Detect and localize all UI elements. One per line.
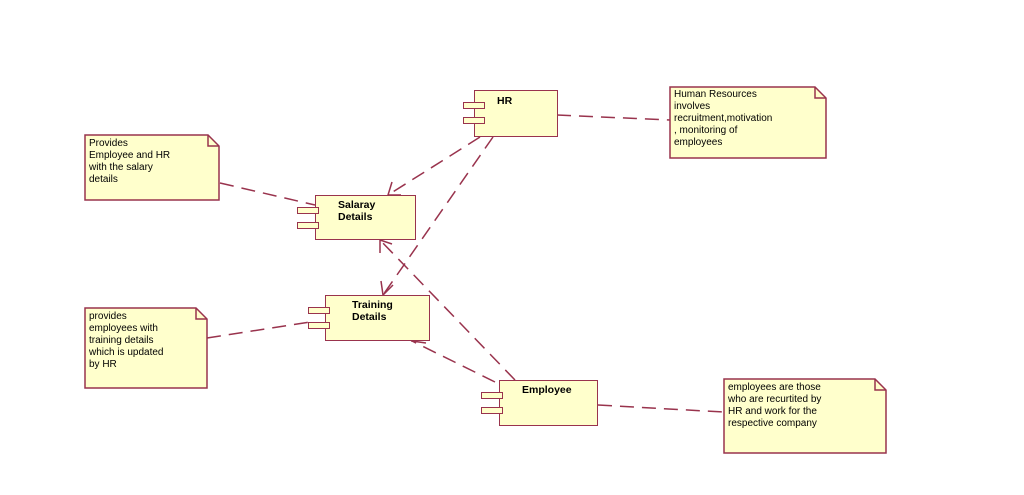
hr-note-text: Human Resources involves recruitment,mot… — [674, 89, 773, 148]
hr-component-label: HR — [497, 95, 513, 107]
salary-details-port-bottom — [297, 222, 319, 229]
employee-port-bottom — [481, 407, 503, 414]
training-details-component[interactable]: Training Details — [325, 295, 430, 341]
employee-to-salary-dependency — [379, 239, 516, 381]
hr-note[interactable]: Human Resources involves recruitment,mot… — [669, 86, 827, 159]
salary-note[interactable]: Provides Employee and HR with the salary… — [84, 134, 220, 201]
note-shape — [84, 134, 220, 201]
employee-port-top — [481, 392, 503, 399]
note-shape — [84, 307, 208, 389]
employee-component-label: Employee — [522, 384, 572, 396]
hr-to-salary-dependency — [387, 136, 481, 196]
employee-note-text: employees are those who are recurtited b… — [728, 382, 822, 429]
salary-details-component-label: Salaray Details — [338, 199, 376, 223]
salary-note-link — [219, 182, 316, 206]
salary-details-component[interactable]: Salaray Details — [315, 195, 416, 240]
training-note-link — [206, 321, 311, 339]
hr-note-link — [556, 114, 671, 121]
employee-note[interactable]: employees are those who are recurtited b… — [723, 378, 887, 454]
note-shape — [669, 86, 827, 159]
employee-to-training-dependency — [411, 340, 496, 383]
employee-component[interactable]: Employee — [499, 380, 598, 426]
arrowhead-salary-from-employee — [379, 238, 393, 253]
hr-to-training-dependency — [382, 136, 494, 296]
training-details-component-label: Training Details — [352, 299, 393, 323]
training-details-port-top — [308, 307, 330, 314]
hr-component[interactable]: HR — [474, 90, 558, 137]
employee-note-link — [597, 404, 724, 413]
salary-details-port-top — [297, 207, 319, 214]
hr-component-port-top — [463, 102, 485, 109]
salary-note-text: Provides Employee and HR with the salary… — [89, 138, 171, 185]
hr-component-port-bottom — [463, 117, 485, 124]
training-note-text: provides employees with training details… — [89, 311, 164, 370]
note-shape — [723, 378, 887, 454]
training-details-port-bottom — [308, 322, 330, 329]
training-note[interactable]: provides employees with training details… — [84, 307, 208, 389]
